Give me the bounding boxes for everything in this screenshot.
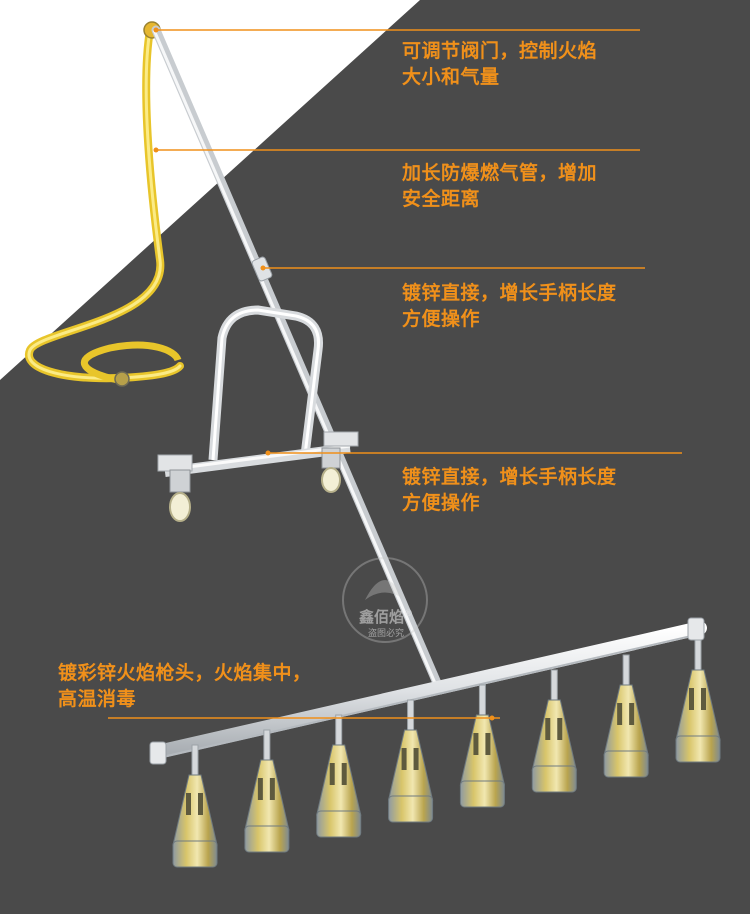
nozzle-vent <box>413 748 419 770</box>
nozzle-vent <box>701 688 706 710</box>
burner-nozzle <box>675 639 721 763</box>
handle-pole <box>151 25 445 695</box>
watermark-subtitle-text: 盗图必究 <box>367 629 404 639</box>
stand-arch-highlight <box>211 308 321 461</box>
callout-joint-lower-line1: 镀锌直接，增长手柄长度 <box>402 466 617 488</box>
callout-valve-line2: 大小和气量 <box>402 66 500 88</box>
nozzle-stem <box>622 654 630 688</box>
nozzle-stem <box>694 639 702 673</box>
callout-valve-line1: 可调节阀门，控制火焰 <box>402 40 598 62</box>
nozzle-tip <box>172 840 218 868</box>
nozzle-tip <box>316 810 362 838</box>
nozzle-group <box>172 639 721 868</box>
nozzle-vent <box>689 688 694 710</box>
burner-nozzle <box>603 654 649 778</box>
gas-hose-loop <box>81 341 182 384</box>
stand-base-highlight <box>164 444 351 472</box>
stand-bracket-right <box>323 431 359 447</box>
burner-nozzle <box>531 669 577 793</box>
burner-nozzle <box>387 699 434 823</box>
watermark-leaf-icon <box>365 580 405 600</box>
nozzle-vent <box>257 778 263 800</box>
callout-hose: 加长防爆燃气管，增加 安全距离 <box>402 160 597 212</box>
burner-nozzle <box>316 714 362 838</box>
nozzle-tip <box>388 795 434 823</box>
manifold-cap-left <box>149 741 167 765</box>
watermark-seal <box>342 557 428 643</box>
nozzle-tip <box>531 765 577 793</box>
watermark-subtitle: 盗图必究 <box>360 626 412 639</box>
callout-joint-lower: 镀锌直接，增长手柄长度 方便操作 <box>402 464 617 516</box>
nozzle-stem <box>478 684 486 718</box>
callout-dot-hose <box>153 147 159 153</box>
wheel-fork-left <box>169 469 191 493</box>
nozzle-stem <box>550 669 558 703</box>
callout-dot-joint-upper <box>260 265 266 271</box>
stand-base-bar <box>164 443 351 477</box>
callout-joint-upper-line1: 镀锌直接，增长手柄长度 <box>402 282 617 304</box>
burner-nozzle <box>244 729 290 853</box>
nozzle-vent <box>341 763 347 785</box>
nozzle-vent <box>198 793 203 815</box>
nozzle-stem <box>263 729 271 763</box>
watermark-brand-name: 鑫佰焰 <box>358 608 404 626</box>
callout-valve: 可调节阀门，控制火焰 大小和气量 <box>402 38 597 90</box>
nozzle-vent <box>629 703 635 725</box>
callout-dot-joint-lower <box>265 450 271 456</box>
nozzle-vent <box>329 763 335 785</box>
watermark-brand: 鑫佰焰® <box>350 606 422 627</box>
callout-nozzle-head: 镀彩锌火焰枪头，火焰集中， 高温消毒 <box>58 660 312 712</box>
hose-fitting <box>114 371 130 387</box>
watermark-registered-mark: ® <box>404 609 413 619</box>
nozzle-vent <box>401 748 407 770</box>
nozzle-vent <box>545 718 551 740</box>
nozzle-vent <box>186 793 191 815</box>
callout-joint-upper: 镀锌直接，增长手柄长度 方便操作 <box>402 280 617 332</box>
callout-joint-upper-line2: 方便操作 <box>402 308 481 330</box>
callout-joint-lower-line2: 方便操作 <box>402 492 481 514</box>
manifold-cap-right <box>687 617 705 641</box>
stand-bracket-left <box>157 454 193 472</box>
nozzle-vent <box>473 733 479 755</box>
handle-pole-highlight <box>152 29 440 691</box>
burner-nozzle <box>459 684 506 808</box>
callout-dots <box>153 27 495 721</box>
nozzle-stem <box>407 699 415 733</box>
manifold-bar <box>151 621 707 759</box>
nozzle-tip <box>459 780 505 808</box>
nozzle-vent <box>617 703 623 725</box>
callout-dot-nozzle-head <box>489 715 495 721</box>
callout-lines <box>108 29 682 719</box>
nozzle-stem <box>191 744 199 778</box>
nozzle-vent <box>485 733 491 755</box>
wheel-fork-right <box>321 447 341 469</box>
callout-nozzle-head-line1: 镀彩锌火焰枪头，火焰集中， <box>58 662 312 684</box>
callout-nozzle-head-line2: 高温消毒 <box>58 688 137 710</box>
callout-dot-valve <box>153 27 159 33</box>
burner-nozzle <box>172 744 218 868</box>
callout-hose-line1: 加长防爆燃气管，增加 <box>402 162 598 184</box>
nozzle-tip <box>603 750 649 778</box>
wheel-left <box>169 492 191 522</box>
nozzle-vent <box>557 718 563 740</box>
nozzle-tip <box>244 825 290 853</box>
wheel-right <box>321 467 341 493</box>
callout-hose-line2: 安全距离 <box>402 188 481 210</box>
manifold-bar-edge <box>157 633 701 759</box>
nozzle-stem <box>335 714 343 748</box>
nozzle-tip <box>675 735 721 763</box>
nozzle-vent <box>269 778 275 800</box>
